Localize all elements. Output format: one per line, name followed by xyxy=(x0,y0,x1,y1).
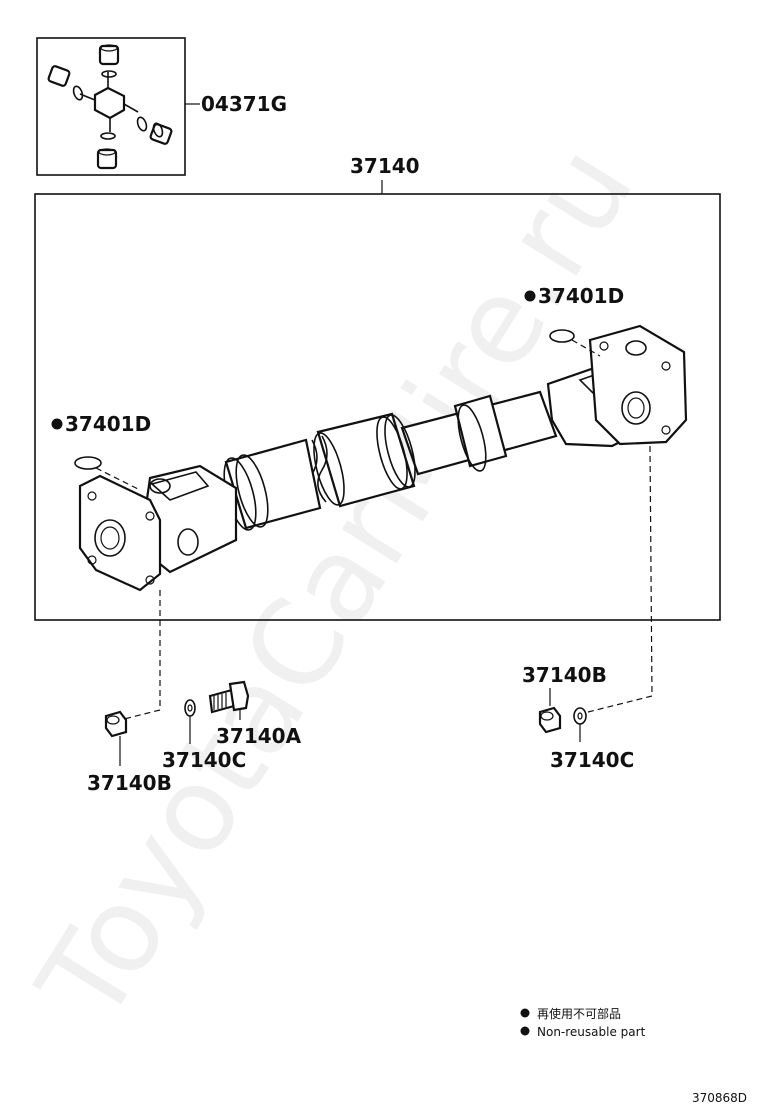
label-washer-left[interactable]: 37140C xyxy=(162,748,246,772)
label-nut-left[interactable]: 37140B xyxy=(87,771,172,795)
nut-right[interactable] xyxy=(538,706,562,734)
figure-code: 370868D xyxy=(692,1091,747,1105)
watermark: ToyotaCarMire.ru xyxy=(11,122,660,1046)
label-nut-right[interactable]: 37140B xyxy=(522,663,607,687)
non-reusable-mark-rear xyxy=(524,290,536,302)
non-reusable-mark-front xyxy=(51,418,63,430)
snap-ring-rear[interactable] xyxy=(549,329,575,343)
legend: 再使用不可部品 Non-reusable part xyxy=(520,1006,646,1039)
bolt[interactable] xyxy=(208,680,250,714)
washer-right[interactable] xyxy=(573,707,587,725)
spider-kit-inset[interactable] xyxy=(36,37,200,176)
label-snap-ring-front[interactable]: 37401D xyxy=(65,412,151,436)
snap-ring-front[interactable] xyxy=(74,456,102,470)
label-washer-right[interactable]: 37140C xyxy=(550,748,634,772)
legend-line-2: Non-reusable part xyxy=(537,1025,646,1039)
legend-line-1: 再使用不可部品 xyxy=(537,1006,621,1021)
shaft-assy-frame xyxy=(34,193,721,621)
label-snap-ring-rear[interactable]: 37401D xyxy=(538,284,624,308)
label-shaft-assy[interactable]: 37140 xyxy=(350,154,420,178)
nut-left[interactable] xyxy=(104,710,128,738)
label-spider-kit[interactable]: 04371G xyxy=(201,92,287,116)
label-bolt[interactable]: 37140A xyxy=(216,724,302,748)
propeller-shaft[interactable] xyxy=(78,324,688,592)
